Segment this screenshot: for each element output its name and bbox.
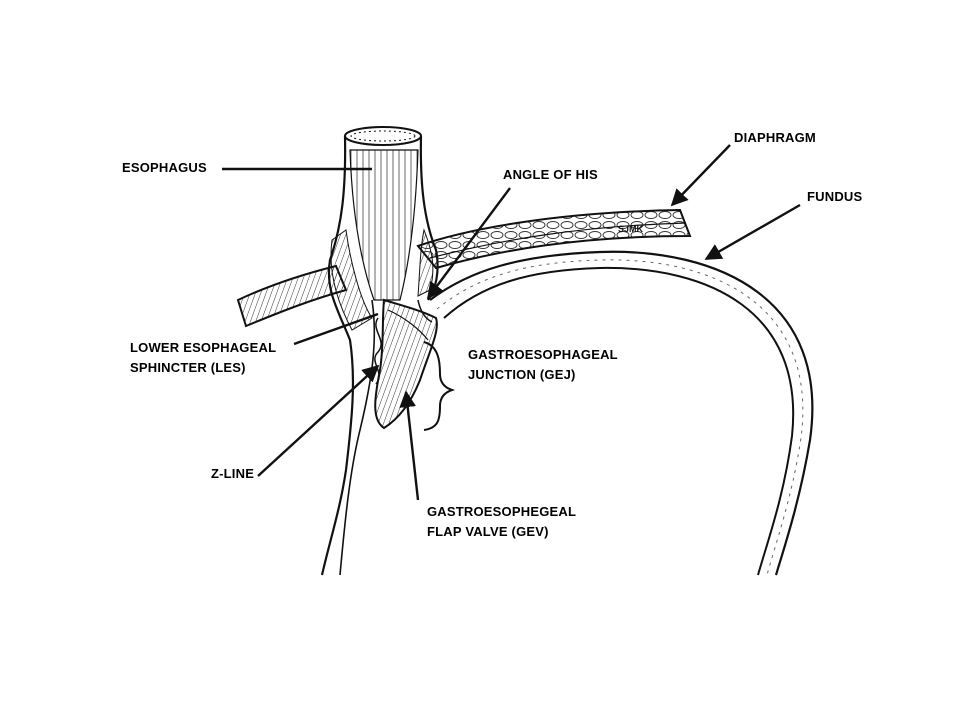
label-les: LOWER ESOPHAGEAL SPHINCTER (LES) xyxy=(130,340,277,375)
flap-valve-shape xyxy=(374,298,438,430)
label-gev: GASTROESOPHEGEAL FLAP VALVE (GEV) xyxy=(427,504,577,539)
fundus-pointer xyxy=(704,203,801,261)
angle-of-his-pointer xyxy=(426,187,511,300)
label-angle-of-his: ANGLE OF HIS xyxy=(503,167,598,182)
gev-pointer xyxy=(399,390,420,501)
z-line-pointer xyxy=(257,364,380,477)
label-z-line: Z-LINE xyxy=(211,466,255,481)
signature-text: SJMK xyxy=(618,224,644,234)
label-diaphragm: DIAPHRAGM xyxy=(734,130,816,145)
leader-lines xyxy=(222,144,801,501)
label-esophagus: ESOPHAGUS xyxy=(122,160,207,175)
diaphragm-pointer xyxy=(670,144,731,207)
stomach-wall xyxy=(429,250,814,576)
label-gej: GASTROESOPHAGEAL JUNCTION (GEJ) xyxy=(468,347,618,382)
esophagus-shape xyxy=(320,126,439,576)
label-fundus: FUNDUS xyxy=(807,189,863,204)
gej-bracket xyxy=(423,341,456,431)
les-pointer xyxy=(293,312,379,346)
